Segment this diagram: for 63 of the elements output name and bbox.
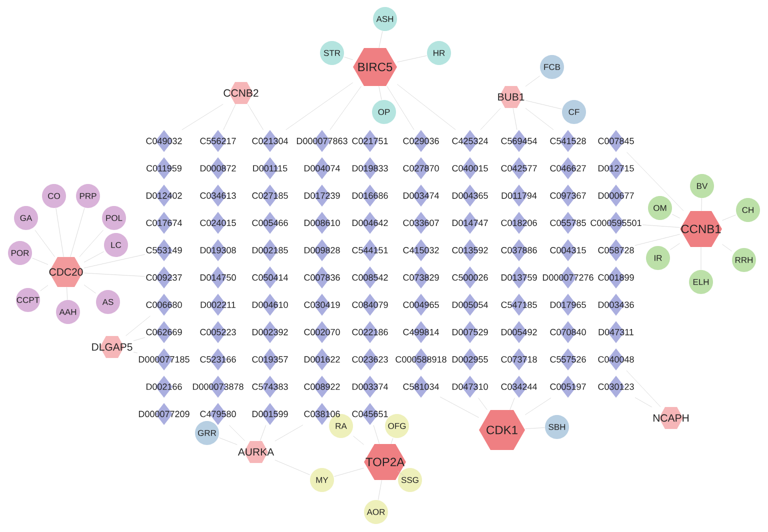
network-edge bbox=[386, 86, 414, 130]
network-edge bbox=[274, 424, 304, 442]
target-hexagon: BUB1 bbox=[498, 86, 524, 108]
network-edge bbox=[133, 337, 146, 341]
network-edge bbox=[642, 224, 680, 228]
network-edge bbox=[126, 316, 150, 336]
network-edge bbox=[84, 251, 104, 262]
network-edge bbox=[70, 208, 85, 257]
network-edge bbox=[670, 243, 680, 250]
network-edge bbox=[334, 468, 364, 477]
network-edge bbox=[182, 104, 224, 130]
network-edge bbox=[223, 104, 236, 130]
network-edge bbox=[397, 56, 427, 62]
network-edge bbox=[634, 234, 680, 246]
network-edge bbox=[84, 284, 96, 294]
network-edge bbox=[525, 427, 545, 429]
network-edge bbox=[722, 214, 736, 221]
target-hexagon: CCNB1 bbox=[680, 211, 722, 247]
network-edge bbox=[525, 100, 562, 110]
network-edge bbox=[378, 31, 383, 48]
target-hexagon: CDK1 bbox=[479, 410, 525, 450]
network-edge bbox=[260, 425, 266, 441]
network-edge bbox=[398, 471, 406, 478]
network-edge bbox=[510, 398, 515, 410]
network-edge bbox=[440, 396, 479, 418]
network-edge bbox=[378, 480, 382, 500]
network-edge bbox=[512, 108, 518, 130]
network-edge bbox=[525, 76, 540, 87]
network-edge bbox=[634, 397, 652, 408]
network-edge bbox=[344, 56, 353, 60]
network-edge bbox=[330, 86, 362, 130]
network-edge bbox=[32, 258, 48, 265]
network-edge bbox=[525, 108, 554, 130]
network-edge bbox=[66, 287, 68, 300]
network-edge bbox=[56, 208, 64, 257]
network-edge bbox=[626, 370, 661, 407]
network-edge bbox=[229, 425, 245, 441]
network-edge bbox=[84, 254, 146, 268]
network-edge bbox=[390, 438, 394, 444]
target-hexagon: DLGAP5 bbox=[92, 336, 132, 358]
network-edge bbox=[84, 272, 146, 277]
network-edge bbox=[40, 285, 48, 292]
network-edge bbox=[373, 425, 380, 444]
target-hexagon: CCNB2 bbox=[224, 82, 258, 104]
network-edge bbox=[397, 84, 456, 130]
network-edge bbox=[478, 398, 488, 410]
network-edge bbox=[79, 230, 104, 257]
network-edge bbox=[480, 108, 501, 130]
network-edge bbox=[353, 436, 364, 445]
target-hexagon: AURKA bbox=[238, 441, 274, 463]
network-edge bbox=[672, 214, 680, 218]
network-edge bbox=[525, 398, 552, 415]
network-edge bbox=[626, 152, 684, 211]
network-edge bbox=[378, 86, 382, 100]
target-hexagon: BIRC5 bbox=[353, 48, 397, 86]
network-edge bbox=[286, 82, 353, 130]
network-edge bbox=[274, 460, 310, 475]
network-edge bbox=[34, 230, 55, 257]
target-hexagon: NCAPH bbox=[654, 407, 689, 429]
network-edge bbox=[722, 244, 732, 252]
network-edge bbox=[219, 438, 238, 445]
target-hexagon: CDC20 bbox=[49, 257, 83, 287]
network-edge bbox=[248, 104, 264, 130]
